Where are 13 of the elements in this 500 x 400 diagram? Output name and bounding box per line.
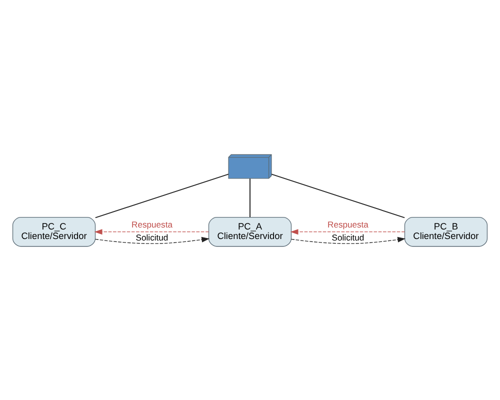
node-box: PC_A Cliente/Servidor — [208, 216, 292, 246]
arrow — [94, 228, 210, 234]
node-box: PC_B Cliente/Servidor — [404, 216, 488, 246]
edge-label: Respuesta — [328, 218, 368, 229]
connector — [271, 173, 406, 218]
connector — [94, 173, 229, 218]
arrow — [94, 236, 210, 244]
edge-label: Solicitud — [332, 232, 364, 242]
arrow — [290, 236, 406, 244]
arrow — [290, 228, 406, 234]
node-box: PC_C Cliente/Servidor — [12, 216, 96, 246]
edge-label: Respuesta — [132, 218, 172, 229]
edge-label: Solicitud — [136, 232, 168, 242]
